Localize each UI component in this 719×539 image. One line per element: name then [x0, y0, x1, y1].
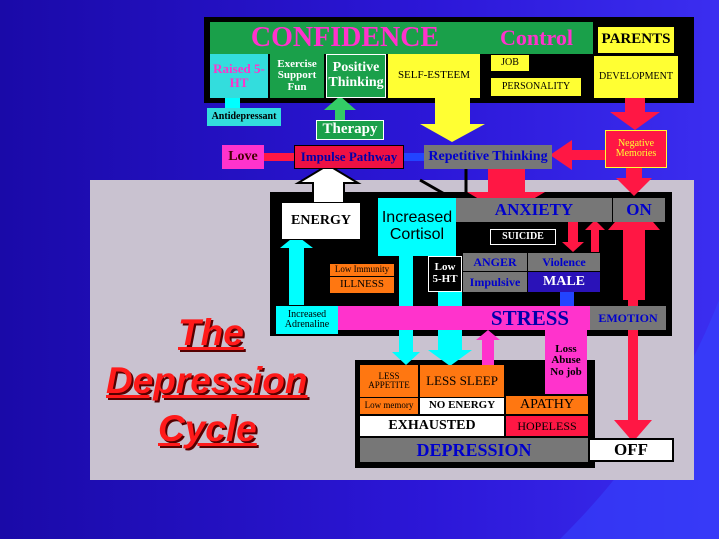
- increased-cortisol-box: Increased Cortisol: [378, 198, 456, 256]
- arrow-to-repetitive: [550, 140, 605, 170]
- title-depression: Depression: [106, 360, 308, 401]
- less-appetite-box: LESS APPETITE: [360, 365, 418, 397]
- job-box: JOB: [490, 54, 530, 72]
- title-the: The: [178, 312, 244, 353]
- off-box: OFF: [588, 438, 674, 462]
- personality-box: PERSONALITY: [490, 77, 582, 97]
- arrow-cortisol-down: [392, 240, 420, 365]
- less-sleep-box: LESS SLEEP: [420, 365, 504, 397]
- exhausted-box: EXHAUSTED: [360, 416, 504, 436]
- violence-box: Violence: [528, 253, 600, 271]
- raised-5ht-box: Raised 5-HT: [210, 54, 268, 98]
- arrow-therapy-up: [324, 96, 356, 120]
- antidepressant-box: Antidepressant: [207, 108, 281, 126]
- stress-label: STRESS: [490, 305, 570, 330]
- repetitive-thinking-box: Repetitive Thinking: [424, 145, 552, 169]
- hopeless-box: HOPELESS: [506, 416, 588, 436]
- love-connector: [264, 153, 294, 161]
- arrow-to-on: [616, 165, 652, 196]
- stress-bar: [338, 306, 590, 330]
- low-5ht-box: Low 5-HT: [428, 256, 462, 292]
- anxiety-box: ANXIETY: [456, 198, 612, 222]
- male-box: MALE: [528, 272, 600, 292]
- loss-box: Loss Abuse No job: [545, 328, 587, 394]
- suicide-box: SUICIDE: [490, 229, 556, 245]
- development-box: DEVELOPMENT: [594, 56, 678, 98]
- on-box: ON: [613, 198, 665, 222]
- arrow-adrenaline-up: [280, 235, 313, 305]
- confidence-box: CONFIDENCE: [210, 22, 480, 54]
- depression-box: DEPRESSION: [360, 438, 588, 462]
- exercise-box: Exercise Support Fun: [270, 54, 324, 98]
- no-energy-box: NO ENERGY: [420, 398, 504, 414]
- emotion-box: EMOTION: [590, 306, 666, 330]
- title-cycle: Cycle: [158, 408, 257, 449]
- illness-box: ILLNESS: [330, 277, 394, 293]
- impulse-pathway-box: Impulse Pathway: [294, 145, 404, 169]
- low-immunity-box: Low Immunity: [330, 264, 394, 276]
- therapy-box: Therapy: [316, 120, 384, 140]
- impulsive-box: Impulsive: [463, 272, 527, 292]
- positive-thinking-box: Positive Thinking: [326, 54, 386, 98]
- negative-memories-box: Negative Memories: [605, 130, 667, 168]
- arrow-to-neg-memories: [610, 98, 660, 130]
- anger-box: ANGER: [463, 253, 527, 271]
- low-memory-box: Low memory: [360, 398, 418, 414]
- energy-box: ENERGY: [281, 202, 361, 240]
- parents-box: PARENTS: [596, 25, 676, 55]
- control-box: Control: [480, 22, 593, 54]
- arrow-yellow-down: [420, 98, 485, 142]
- increased-adrenaline-box: Increased Adrenaline: [276, 306, 338, 334]
- self-esteem-box: SELF-ESTEEM: [388, 54, 480, 98]
- impulse-connector: [404, 153, 424, 161]
- apathy-box: APATHY: [506, 396, 588, 414]
- love-box: Love: [222, 145, 264, 169]
